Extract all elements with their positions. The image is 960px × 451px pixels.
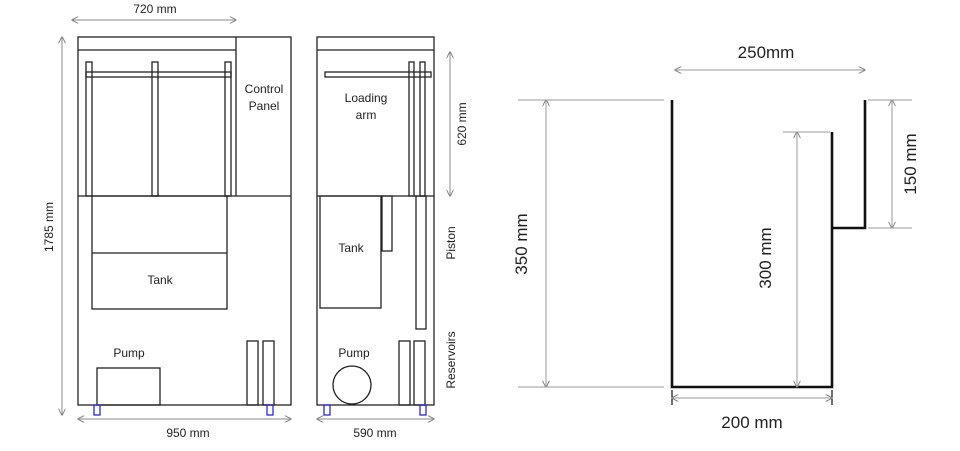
- dim-250-label: 250mm: [738, 43, 795, 62]
- dim-590-label: 590 mm: [353, 426, 396, 440]
- front-pump-label: Pump: [113, 346, 145, 360]
- front-post-middle: [151, 61, 159, 197]
- front-frame: [77, 36, 292, 406]
- front-post-right: [224, 61, 232, 197]
- front-post-left: [85, 61, 93, 197]
- side-pump: [332, 365, 372, 405]
- tank-outline: [670, 100, 834, 389]
- side-foot-left: [323, 404, 331, 416]
- dim-720-label: 720 mm: [133, 2, 176, 16]
- front-tank-label: Tank: [147, 273, 173, 287]
- tank-cross-section: [670, 100, 867, 389]
- side-feet: [323, 404, 427, 416]
- right-dimension-lines: [518, 70, 912, 398]
- side-view: [316, 36, 435, 406]
- loading-arm: [324, 71, 432, 78]
- dim-620-label: 620 mm: [455, 102, 469, 145]
- front-view: [77, 36, 292, 406]
- front-foot-left: [93, 404, 101, 416]
- side-frame: [316, 36, 435, 406]
- front-foot-right: [266, 404, 274, 416]
- piston: [415, 195, 427, 330]
- front-reservoir-2: [262, 340, 275, 406]
- side-foot-right: [419, 404, 427, 416]
- dim-150-label: 150 mm: [901, 133, 920, 194]
- dim-350-label: 350 mm: [512, 213, 531, 274]
- dim-200-label: 200 mm: [721, 413, 782, 432]
- front-reservoir-1: [246, 340, 259, 406]
- dim-300-label: 300 mm: [756, 227, 775, 288]
- side-post-a: [408, 61, 415, 197]
- front-feet: [93, 404, 274, 416]
- left-dimension-lines: [62, 20, 450, 419]
- tank-overflow-outline: [832, 100, 867, 230]
- reservoirs-label: Reservoirs: [444, 331, 458, 388]
- dim-950-label: 950 mm: [166, 426, 209, 440]
- side-reservoir-2: [413, 340, 426, 406]
- piston-label: Piston: [444, 226, 458, 259]
- side-pump-label: Pump: [338, 346, 370, 360]
- side-tank-rod: [381, 195, 393, 252]
- front-pump: [96, 367, 161, 406]
- side-tank-label: Tank: [338, 241, 364, 255]
- side-reservoir-1: [398, 340, 411, 406]
- dim-1785-label: 1785 mm: [42, 202, 56, 252]
- side-post-b: [419, 61, 426, 197]
- side-tank: [319, 195, 382, 309]
